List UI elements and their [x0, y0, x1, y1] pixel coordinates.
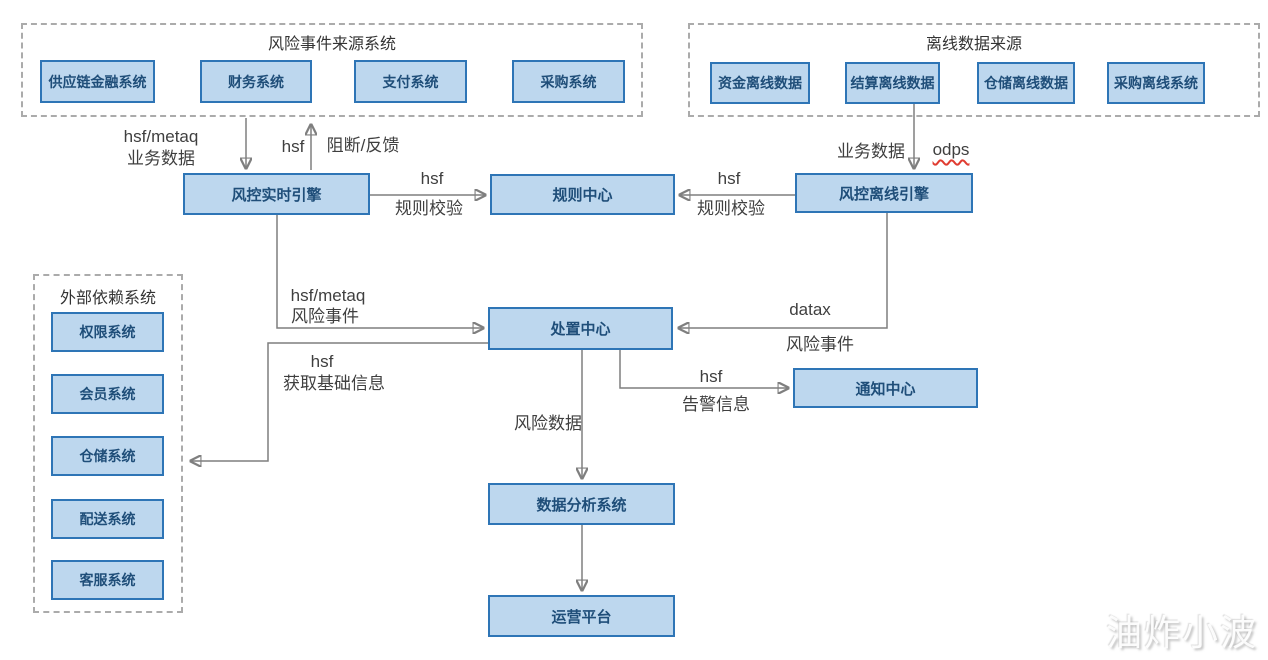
node-delivery-system: 配送系统 [51, 499, 164, 539]
label-base-info-protocol: hsf [310, 352, 334, 371]
group-risk-sources: 风险事件来源系统 供应链金融系统 财务系统 支付系统 采购系统 [21, 23, 643, 117]
node-rule-center: 规则中心 [490, 174, 675, 215]
watermark: 油炸小波 [1105, 612, 1258, 653]
label-feed-realtime-data: 业务数据 [127, 149, 195, 168]
node-supply-chain-finance: 供应链金融系统 [40, 60, 155, 103]
label-base-info-text: 获取基础信息 [283, 374, 385, 393]
node-disposal-center: 处置中心 [488, 307, 673, 350]
node-member-system: 会员系统 [51, 374, 164, 414]
node-notify-center: 通知中心 [793, 368, 978, 408]
label-feed-offline-data: 业务数据 [837, 142, 905, 161]
label-offline-rule-protocol: hsf [717, 169, 741, 188]
label-odps: odps [932, 140, 970, 159]
group-external-deps-title: 外部依赖系统 [59, 290, 156, 307]
label-alert-protocol: hsf [699, 367, 723, 386]
group-offline-sources: 离线数据来源 资金离线数据 结算离线数据 仓储离线数据 采购离线系统 [688, 23, 1260, 117]
node-warehouse-offline-data: 仓储离线数据 [977, 62, 1075, 104]
label-risk-data: 风险数据 [514, 414, 582, 433]
group-external-deps: 外部依赖系统 权限系统 会员系统 仓储系统 配送系统 客服系统 [33, 274, 183, 613]
node-payment-system: 支付系统 [354, 60, 467, 103]
arrow-offline-to-disposal [679, 213, 888, 328]
node-data-analysis-system: 数据分析系统 [488, 483, 675, 525]
node-settlement-offline-data: 结算离线数据 [845, 62, 940, 104]
label-realtime-rule-protocol: hsf [420, 169, 444, 188]
node-fund-offline-data: 资金离线数据 [710, 62, 810, 104]
node-finance-system: 财务系统 [200, 60, 312, 103]
label-risk-event-offline-text: 风险事件 [786, 335, 854, 354]
label-risk-event-offline-protocol: datax [789, 300, 831, 319]
label-risk-event-realtime-text: 风险事件 [291, 307, 359, 326]
label-alert-text: 告警信息 [682, 395, 750, 414]
node-customer-service-system: 客服系统 [51, 560, 164, 600]
label-block-feedback-text: 阻断/反馈 [326, 136, 400, 155]
arrow-disposal-to-external [191, 342, 488, 461]
label-feed-realtime-protocol: hsf/metaq [123, 127, 199, 146]
node-realtime-risk-engine: 风控实时引擎 [183, 173, 370, 215]
label-risk-event-realtime-protocol: hsf/metaq [290, 286, 366, 305]
node-procurement-system: 采购系统 [512, 60, 625, 103]
node-offline-risk-engine: 风控离线引擎 [795, 173, 973, 213]
label-offline-rule-text: 规则校验 [697, 199, 765, 218]
node-procurement-offline-system: 采购离线系统 [1107, 62, 1205, 104]
node-ops-platform: 运营平台 [488, 595, 675, 637]
group-offline-sources-title: 离线数据来源 [925, 36, 1022, 53]
label-block-feedback-protocol: hsf [281, 137, 305, 156]
label-realtime-rule-text: 规则校验 [395, 199, 463, 218]
group-risk-sources-title: 风险事件来源系统 [267, 36, 396, 53]
node-permission-system: 权限系统 [51, 312, 164, 352]
node-warehouse-system: 仓储系统 [51, 436, 164, 476]
